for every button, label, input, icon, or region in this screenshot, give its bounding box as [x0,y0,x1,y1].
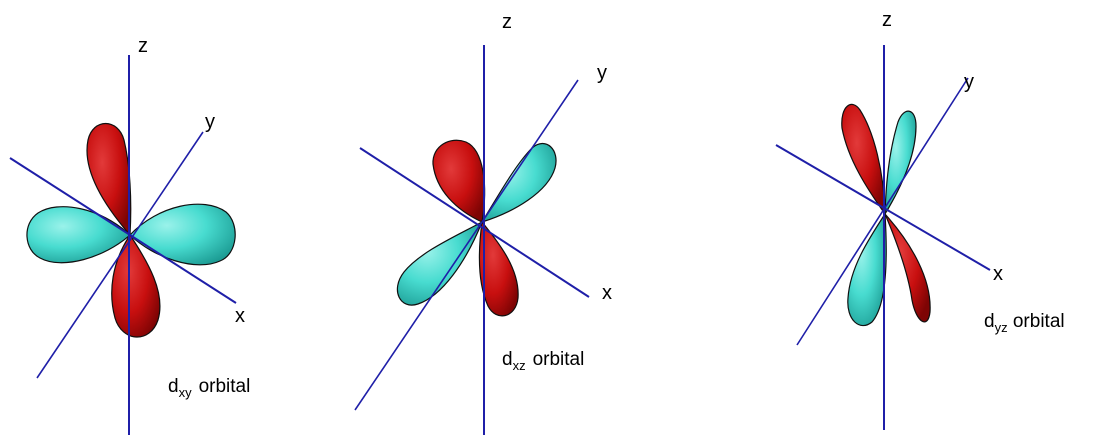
dyz-x-axis [775,144,991,271]
dyz-caption-subscript: yz [994,320,1008,335]
dxy-z-axis-label: z [138,35,148,57]
dyz-lobe-upper-right-cyan [884,110,917,217]
dxz-caption-subscript: xz [512,358,526,373]
dyz-lobe-upper-left-red [841,104,886,216]
dyz-lobe-lower-right-red [884,213,931,323]
dxz-caption-prefix: d [502,349,513,370]
dxy-lobe-right-cyan [129,203,236,266]
dxy-x-axis [9,157,237,304]
dxy-lobe-lower-red [111,233,161,338]
dyz-x-axis-label: x [993,263,1003,285]
dxy-caption: dxy orbital [168,377,250,399]
dxz-lobe-upper-right-cyan [480,142,557,224]
dxz-orbital-figure [354,45,590,435]
dxy-x-axis-label: x [235,305,245,327]
dxz-x-axis [359,147,590,298]
dxz-y-axis-label: y [597,62,607,84]
dxy-caption-suffix: orbital [198,376,251,397]
dyz-caption: dyz orbital [984,312,1065,334]
dyz-caption-prefix: d [984,311,995,332]
dyz-y-axis-label: y [964,71,974,93]
dxz-caption-suffix: orbital [532,349,585,370]
dxz-lobe-lower-right-red [478,220,519,317]
dyz-orbital-figure [775,45,991,430]
dyz-z-axis-label: z [882,9,892,31]
dxz-lobe-lower-left-cyan [396,220,484,306]
dxy-y-axis-label: y [205,111,215,133]
dxz-z-axis-label: z [502,11,512,33]
dyz-lobe-lower-left-cyan [847,212,887,327]
dxz-y-axis [354,79,579,411]
dxy-caption-subscript: xy [178,385,192,400]
dxy-orbital-figure [9,55,237,435]
dxz-lobe-upper-left-red [432,139,486,223]
dyz-y-axis [796,77,969,346]
dxz-caption: dxz orbital [502,350,584,372]
dxy-lobe-left-cyan [26,206,131,264]
dxy-caption-prefix: d [168,376,179,397]
dyz-caption-suffix: orbital [1012,311,1065,332]
dxz-x-axis-label: x [602,282,612,304]
dxy-y-axis [36,131,204,379]
